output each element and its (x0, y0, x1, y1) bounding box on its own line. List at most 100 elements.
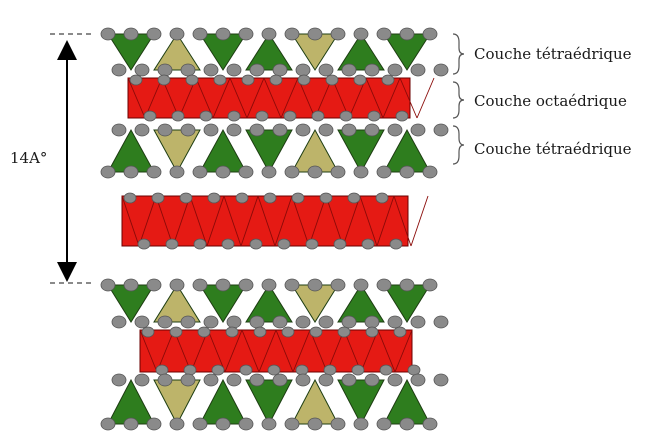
lower-bottom-tetra-atom (353, 417, 369, 431)
upper-octa-atom (157, 74, 171, 86)
lower-bottom-tetra-atom (238, 417, 254, 431)
upper-bottom-tetra-atom (284, 165, 300, 179)
upper-top-tetra-atom (353, 27, 369, 41)
upper-octa-edge (416, 77, 435, 119)
lower-octa-edge (207, 329, 226, 373)
lower-top-tetra-atom (353, 278, 369, 292)
upper-top-tetra-tetrahedron (337, 33, 385, 71)
upper-octa-edge (382, 77, 401, 119)
interlayer-octa-edge (308, 195, 327, 247)
lower-bottom-tetra-atom (157, 373, 173, 387)
lower-octa-edge (258, 329, 277, 373)
upper-bottom-tetra-atom (364, 123, 380, 137)
upper-top-tetra-atom (146, 27, 162, 41)
label-top-tetrahedral: Couche tétraédrique (474, 45, 632, 63)
lower-top-tetra-atom (284, 278, 300, 292)
interlayer-octa-edge (393, 195, 412, 247)
lower-octa-atom (141, 326, 155, 338)
lower-top-tetra-atom (226, 315, 242, 329)
upper-top-tetra-atom (157, 63, 173, 77)
interlayer-octa-edge (189, 195, 208, 247)
lower-bottom-tetra-atom (330, 417, 346, 431)
lower-bottom-tetra-tetrahedron (199, 378, 247, 425)
interlayer-octa-atom (305, 238, 319, 250)
lower-octa-edge (292, 329, 311, 373)
lower-bottom-tetra-atom (341, 373, 357, 387)
lower-bottom-tetra-atom (215, 417, 231, 431)
upper-octa-atom (213, 74, 227, 86)
upper-bottom-tetra-atom (261, 165, 277, 179)
lower-bottom-tetra-tetrahedron (153, 379, 201, 426)
interlayer-octa-edge (376, 195, 395, 247)
lower-octa-atom (155, 364, 169, 376)
lower-bottom-tetra-atom (318, 373, 334, 387)
lower-top-tetra-atom (249, 315, 265, 329)
interlayer-octa-atom (263, 192, 277, 204)
lower-bottom-tetra-atom (111, 373, 127, 387)
upper-bottom-tetra-atom (134, 123, 150, 137)
upper-octa-atom (311, 110, 325, 122)
upper-top-tetra-atom (123, 27, 139, 41)
upper-bottom-tetra-tetrahedron (337, 129, 385, 174)
upper-top-tetra-atom (295, 63, 311, 77)
lower-bottom-tetra-atom (192, 417, 208, 431)
upper-top-tetra-atom (111, 63, 127, 77)
lower-top-tetra-atom (261, 278, 277, 292)
lower-octa-atom (365, 326, 379, 338)
lower-bottom-tetra-atom (284, 417, 300, 431)
upper-top-tetra-atom (399, 27, 415, 41)
upper-bottom-tetra-atom (387, 123, 403, 137)
lower-octa-atom (407, 364, 421, 376)
lower-octa-edge (224, 329, 243, 373)
upper-top-tetra-atom (272, 63, 288, 77)
lower-octa-atom (169, 326, 183, 338)
lower-top-tetra-atom (123, 278, 139, 292)
upper-octa-atom (353, 74, 367, 86)
lower-octa-atom (351, 364, 365, 376)
upper-top-tetra-atom (100, 27, 116, 41)
upper-bottom-tetra-atom (307, 165, 323, 179)
lower-top-tetra-atom (192, 278, 208, 292)
upper-bottom-tetra-atom (238, 165, 254, 179)
lower-top-tetra-tetrahedron (337, 284, 385, 323)
lower-top-tetra-atom (157, 315, 173, 329)
lower-top-tetra-atom (134, 315, 150, 329)
interlayer-octa-atom (151, 192, 165, 204)
interlayer-octa-atom (277, 238, 291, 250)
upper-bottom-tetra-atom (215, 165, 231, 179)
basal-spacing-label: 14A° (10, 149, 47, 167)
upper-octa-atom (269, 74, 283, 86)
lower-octa-edge (275, 329, 294, 373)
interlayer-octa-edge (274, 195, 293, 247)
lower-octa-atom (309, 326, 323, 338)
interlayer-octa-atom (389, 238, 403, 250)
lower-octa-edge (360, 329, 379, 373)
upper-bottom-tetra-atom (111, 123, 127, 137)
upper-bottom-tetra-atom (192, 165, 208, 179)
lower-bottom-tetra-tetrahedron (337, 379, 385, 426)
interlayer-octa-atom (361, 238, 375, 250)
upper-top-tetra-tetrahedron (245, 33, 293, 71)
upper-bottom-tetra-atom (146, 165, 162, 179)
upper-octa-atom (325, 74, 339, 86)
interlayer-octa-edge (410, 195, 429, 247)
lower-octa-atom (239, 364, 253, 376)
upper-octa-atom (297, 74, 311, 86)
lower-bottom-tetra-atom (307, 417, 323, 431)
interlayer-octa-atom (319, 192, 333, 204)
upper-bottom-tetra-tetrahedron (153, 129, 201, 174)
interlayer-octa-edge (240, 195, 259, 247)
lower-top-tetra-atom (399, 278, 415, 292)
lower-top-tetra-atom (307, 278, 323, 292)
lower-top-tetra-atom (318, 315, 334, 329)
interlayer-octa-atom (123, 192, 137, 204)
lower-octa-atom (197, 326, 211, 338)
label-octahedral: Couche octaédrique (474, 92, 627, 110)
interlayer-octa-atom (137, 238, 151, 250)
lower-top-tetra-atom (330, 278, 346, 292)
upper-octa-atom (227, 110, 241, 122)
upper-bottom-tetra-atom (169, 165, 185, 179)
interlayer-octa-edge (325, 195, 344, 247)
lower-octa-atom (183, 364, 197, 376)
lower-octa-edge (394, 329, 413, 373)
